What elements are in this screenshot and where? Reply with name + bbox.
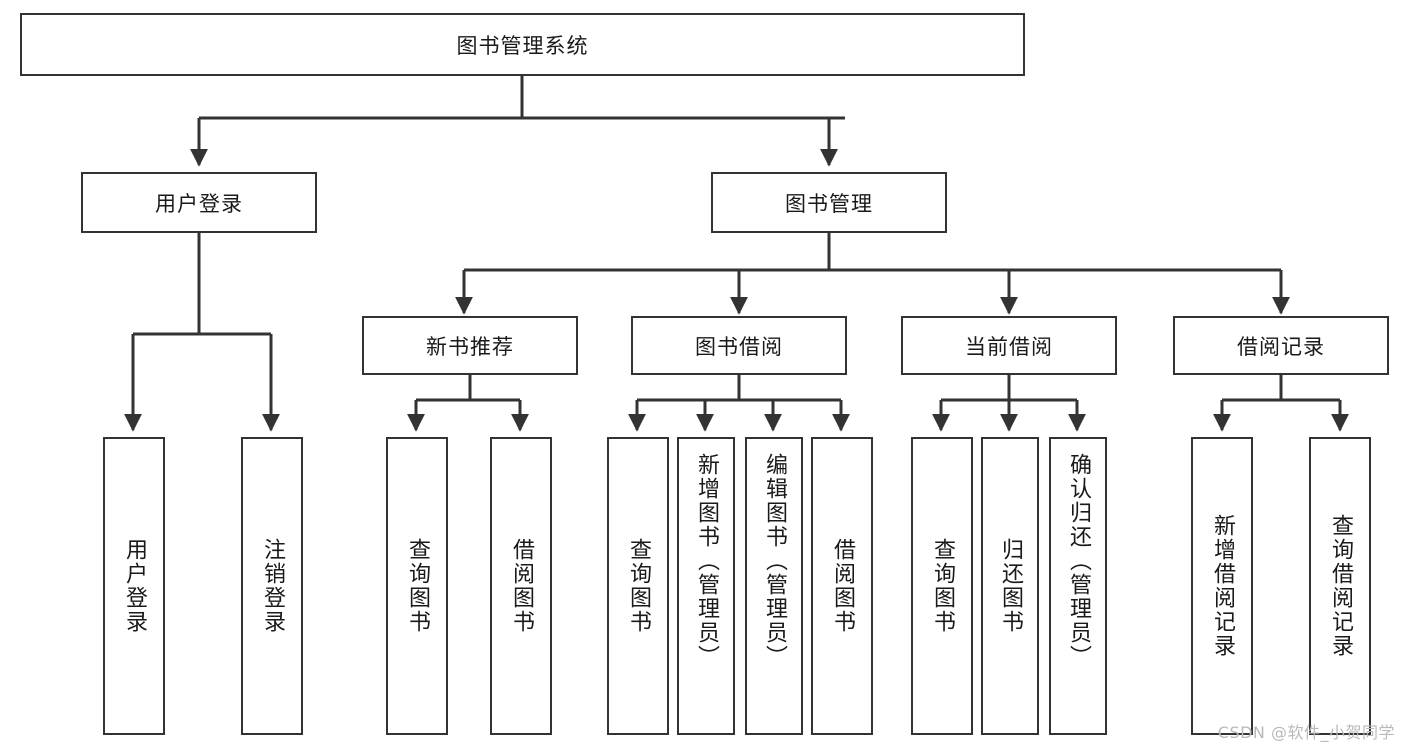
node-book-management[interactable]: 图书管理 bbox=[711, 172, 947, 233]
leaf-edit-book-admin[interactable]: 编辑图书（管理员） bbox=[745, 437, 803, 735]
node-current-borrow-label: 当前借阅 bbox=[965, 334, 1053, 359]
leaf-query-book-recommend[interactable]: 查询图书 bbox=[386, 437, 448, 735]
leaf-confirm-return-admin[interactable]: 确认归还（管理员） bbox=[1049, 437, 1107, 735]
leaf-query-book-current-label: 查询图书 bbox=[929, 538, 955, 634]
node-new-book-recommend[interactable]: 新书推荐 bbox=[362, 316, 578, 375]
leaf-logout[interactable]: 注销登录 bbox=[241, 437, 303, 735]
leaf-query-book-borrow[interactable]: 查询图书 bbox=[607, 437, 669, 735]
leaf-borrow-book-recommend[interactable]: 借阅图书 bbox=[490, 437, 552, 735]
leaf-borrow-book-borrow[interactable]: 借阅图书 bbox=[811, 437, 873, 735]
leaf-return-book-label: 归还图书 bbox=[997, 538, 1023, 634]
leaf-borrow-book-recommend-label: 借阅图书 bbox=[508, 538, 534, 634]
node-root[interactable]: 图书管理系统 bbox=[20, 13, 1025, 76]
node-book-borrow[interactable]: 图书借阅 bbox=[631, 316, 847, 375]
node-book-management-label: 图书管理 bbox=[785, 191, 873, 216]
node-current-borrow[interactable]: 当前借阅 bbox=[901, 316, 1117, 375]
leaf-edit-book-admin-label: 编辑图书（管理员） bbox=[761, 453, 787, 669]
leaf-add-borrow-record-label: 新增借阅记录 bbox=[1209, 514, 1235, 658]
leaf-add-book-admin-label: 新增图书（管理员） bbox=[693, 453, 719, 669]
leaf-confirm-return-admin-label: 确认归还（管理员） bbox=[1065, 453, 1091, 669]
node-new-book-recommend-label: 新书推荐 bbox=[426, 334, 514, 359]
node-user-login-label: 用户登录 bbox=[155, 191, 243, 216]
leaf-user-login-label: 用户登录 bbox=[121, 538, 147, 634]
leaf-add-borrow-record[interactable]: 新增借阅记录 bbox=[1191, 437, 1253, 735]
node-book-borrow-label: 图书借阅 bbox=[695, 334, 783, 359]
node-root-label: 图书管理系统 bbox=[456, 33, 589, 58]
leaf-query-book-borrow-label: 查询图书 bbox=[625, 538, 651, 634]
leaf-return-book[interactable]: 归还图书 bbox=[981, 437, 1039, 735]
leaf-add-book-admin[interactable]: 新增图书（管理员） bbox=[677, 437, 735, 735]
leaf-query-book-current[interactable]: 查询图书 bbox=[911, 437, 973, 735]
leaf-borrow-book-borrow-label: 借阅图书 bbox=[829, 538, 855, 634]
node-borrow-records[interactable]: 借阅记录 bbox=[1173, 316, 1389, 375]
node-user-login[interactable]: 用户登录 bbox=[81, 172, 317, 233]
leaf-query-borrow-record[interactable]: 查询借阅记录 bbox=[1309, 437, 1371, 735]
leaf-user-login[interactable]: 用户登录 bbox=[103, 437, 165, 735]
leaf-query-borrow-record-label: 查询借阅记录 bbox=[1327, 514, 1353, 658]
node-borrow-records-label: 借阅记录 bbox=[1237, 334, 1325, 359]
watermark: CSDN @软件_小贺同学 bbox=[1217, 723, 1395, 742]
leaf-query-book-recommend-label: 查询图书 bbox=[404, 538, 430, 634]
leaf-logout-label: 注销登录 bbox=[259, 538, 285, 634]
